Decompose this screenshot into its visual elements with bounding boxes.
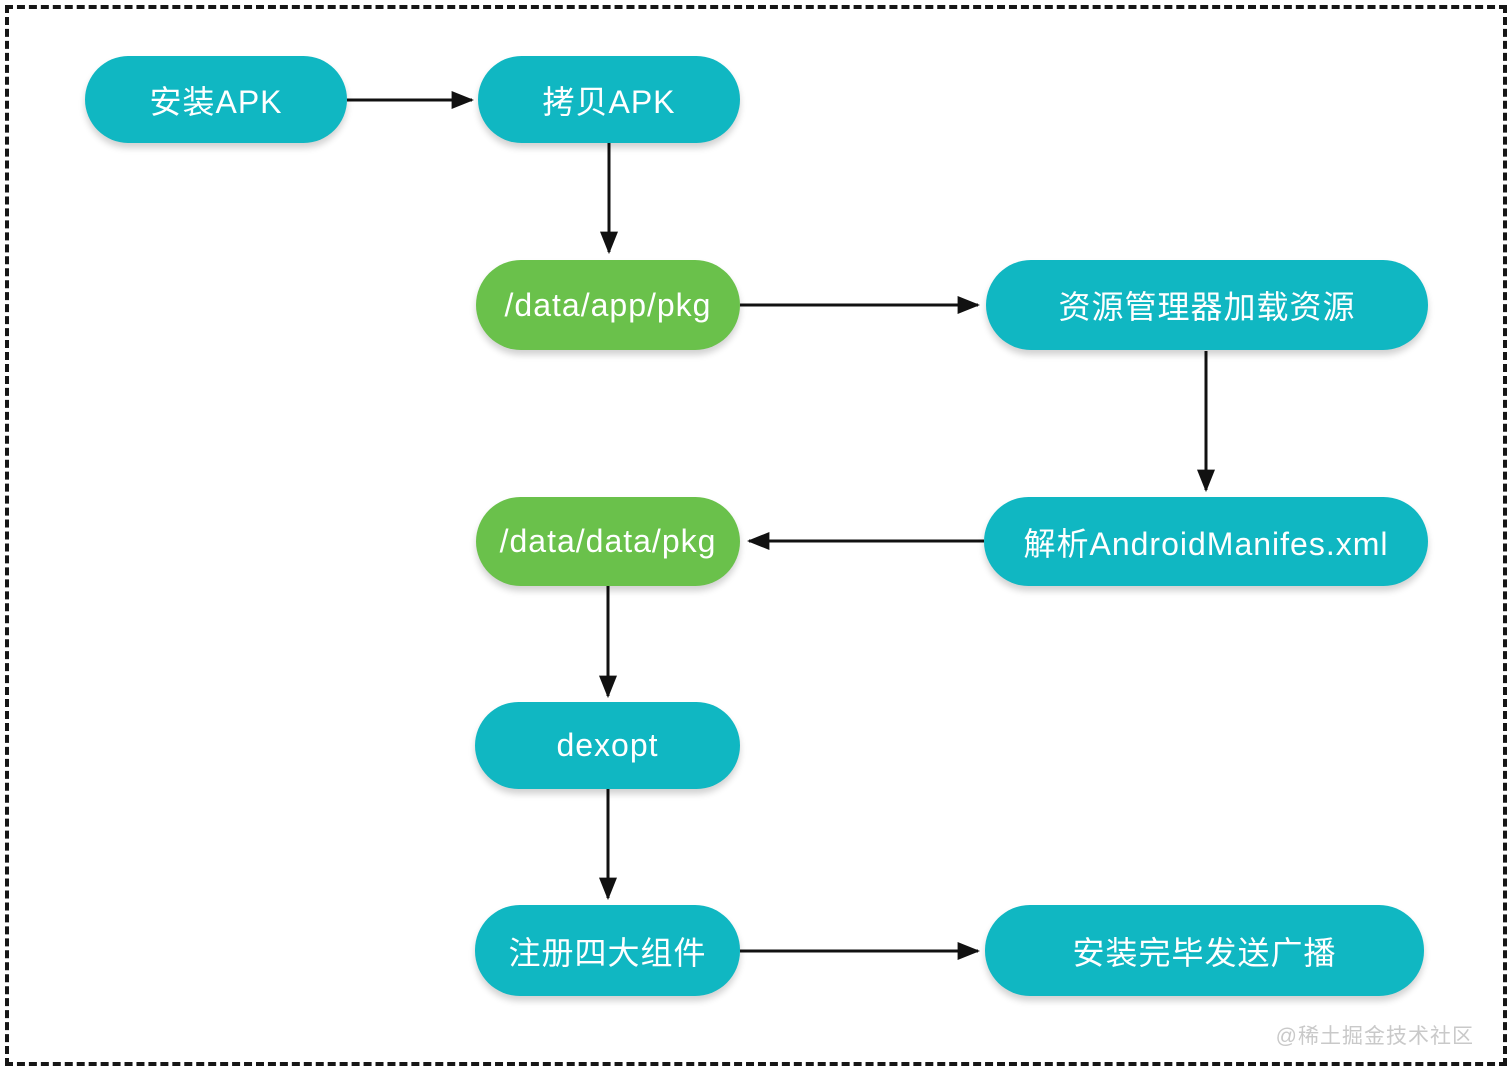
node-data-app-pkg: /data/app/pkg [476,260,740,350]
node-install-apk: 安装APK [85,56,347,143]
node-send-broadcast: 安装完毕发送广播 [985,905,1424,996]
node-parse-manifest: 解析AndroidManifes.xml [984,497,1428,586]
node-register-components: 注册四大组件 [475,905,740,996]
watermark: @稀土掘金技术社区 [1275,1025,1474,1048]
node-data-data-pkg: /data/data/pkg [476,497,740,586]
node-copy-apk: 拷贝APK [478,56,740,143]
node-dexopt: dexopt [475,702,740,789]
node-load-resources: 资源管理器加载资源 [986,260,1428,350]
